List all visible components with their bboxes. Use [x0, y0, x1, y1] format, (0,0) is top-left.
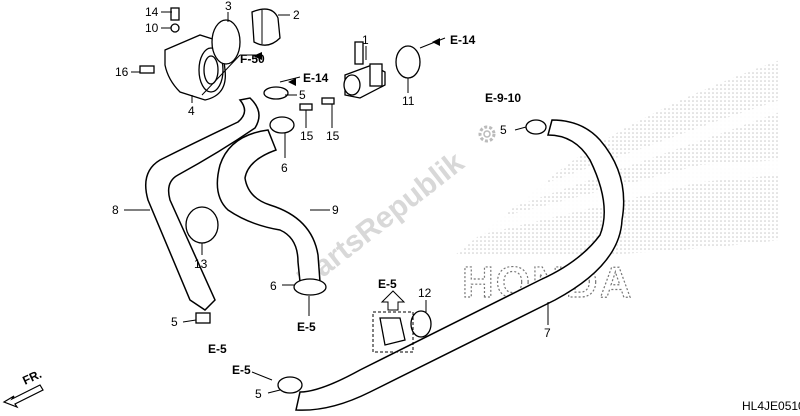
- thermostat-2: [251, 8, 281, 46]
- bolt-16: [139, 65, 155, 74]
- label-15a: 15: [300, 129, 314, 143]
- ref-e14-left: E-14: [303, 71, 329, 85]
- diagram-code: HL4JE0510: [742, 399, 800, 413]
- arrow-up-icon: [380, 290, 406, 311]
- front-direction-arrow: [2, 384, 44, 409]
- label-13: 13: [194, 257, 208, 271]
- label-5-upper: 5: [299, 88, 306, 102]
- clamp-6-lower: [293, 278, 327, 296]
- honda-wing-logo: [455, 60, 780, 255]
- ref-e5-left: E-5: [208, 342, 227, 356]
- ref-e5-bracket: E-5: [378, 277, 397, 291]
- bracket-detail: [372, 311, 414, 353]
- arrow-icon: [288, 78, 296, 86]
- clamp-12: [410, 310, 432, 338]
- label-14: 14: [145, 5, 159, 19]
- arrow-icon: [432, 38, 440, 46]
- label-7: 7: [544, 326, 551, 340]
- clamp-5-lower-left: [195, 312, 211, 324]
- label-6-upper: 6: [281, 161, 288, 175]
- label-12: 12: [418, 286, 432, 300]
- hose-8: [145, 97, 260, 311]
- gear-icon: [478, 125, 496, 143]
- label-3: 3: [225, 0, 232, 13]
- label-4: 4: [188, 104, 195, 118]
- label-10: 10: [145, 21, 159, 35]
- arrow-icon: [253, 52, 262, 60]
- ref-e14-right: E-14: [450, 33, 476, 47]
- label-8: 8: [112, 203, 119, 217]
- label-5-right: 5: [500, 123, 507, 137]
- label-5-lower-left: 5: [171, 315, 178, 329]
- bolt-14: [170, 7, 180, 21]
- bolt-15a: [299, 103, 313, 111]
- washer-10: [170, 23, 180, 33]
- label-5-bottom: 5: [255, 387, 262, 401]
- clamp-5-right: [525, 119, 547, 135]
- label-1: 1: [362, 33, 369, 47]
- clamp-6-upper: [269, 116, 295, 134]
- clamp-5-bottom: [277, 376, 303, 394]
- ref-e5-middle: E-5: [297, 320, 316, 334]
- o-ring-11: [395, 45, 421, 79]
- ref-e9-10: E-9-10: [485, 91, 521, 105]
- label-2: 2: [293, 8, 300, 22]
- label-6-lower: 6: [270, 279, 277, 293]
- label-16: 16: [115, 65, 129, 79]
- ref-f50: F-50: [240, 52, 265, 66]
- label-11: 11: [402, 94, 415, 108]
- hose-9: [216, 129, 321, 283]
- leader-lines: [124, 11, 549, 394]
- clamp-13: [185, 206, 219, 244]
- bracket-part: [379, 317, 406, 346]
- clamp-5-upper: [263, 86, 289, 100]
- water-pipe-1: [343, 41, 386, 99]
- bolt-15b: [321, 97, 335, 105]
- hose-7: [295, 119, 625, 411]
- ref-e5-bottom: E-5: [232, 363, 251, 377]
- label-15b: 15: [326, 129, 340, 143]
- gasket-3: [211, 19, 241, 65]
- label-9: 9: [332, 203, 339, 217]
